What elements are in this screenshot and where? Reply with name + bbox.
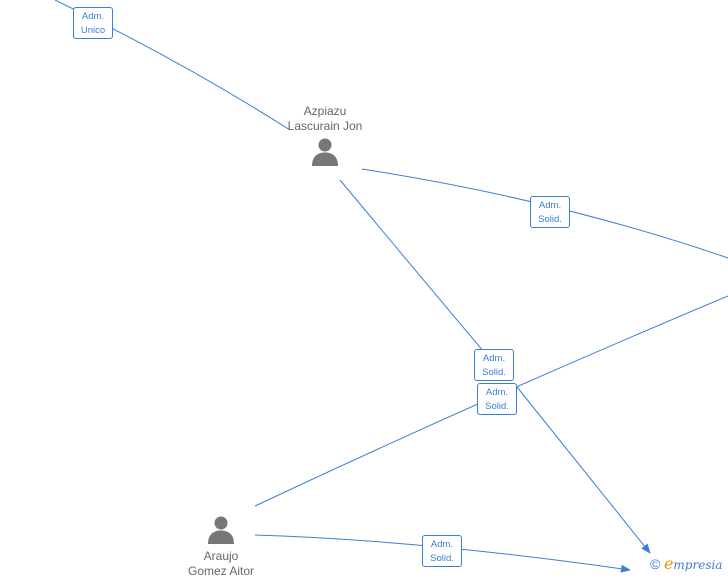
edge-label-line1: Adm. [81, 11, 105, 22]
brand-initial: e [663, 554, 674, 573]
edge-label-adm-solid-center-upper[interactable]: Adm. Solid. [474, 349, 514, 381]
edge-azpiazu-to-company [339, 179, 496, 366]
edge-label-adm-solid-top-right[interactable]: Adm. Solid. [530, 196, 570, 228]
edge-label-line1: Adm. [538, 200, 562, 211]
brand-name: mpresia [673, 558, 723, 572]
edge-junction-to-company-arrow [516, 386, 651, 554]
edge-label-adm-solid-bottom[interactable]: Adm. Solid. [422, 535, 462, 567]
person-icon [208, 516, 234, 544]
edge-label-line1: Adm. [430, 539, 454, 550]
edge-label-line2: Solid. [482, 367, 506, 378]
empresia-watermark: © empresia [650, 554, 722, 573]
edge-label-line2: Solid. [538, 214, 562, 225]
copyright-symbol: © [650, 556, 661, 572]
person-name-line1: Araujo [203, 549, 239, 563]
edge-label-line2: Solid. [430, 553, 454, 564]
edge-label-line2: Solid. [485, 401, 509, 412]
edge-label-line1: Adm. [482, 353, 506, 364]
edge-label-adm-solid-center-lower[interactable]: Adm. Solid. [477, 383, 517, 415]
person-node-araujo[interactable]: Araujo Gomez Aitor [160, 514, 282, 579]
person-name-line2: Lascurain Jon [287, 119, 363, 133]
edge-label-line1: Adm. [485, 387, 509, 398]
person-node-azpiazu[interactable]: Azpiazu Lascurain Jon [264, 104, 386, 166]
person-name-line1: Azpiazu [303, 104, 347, 118]
person-name-line2: Gomez Aitor [187, 564, 255, 578]
edge-label-line2: Unico [80, 25, 106, 36]
edge-label-adm-unico[interactable]: Adm. Unico [73, 7, 113, 39]
person-icon [312, 138, 338, 166]
